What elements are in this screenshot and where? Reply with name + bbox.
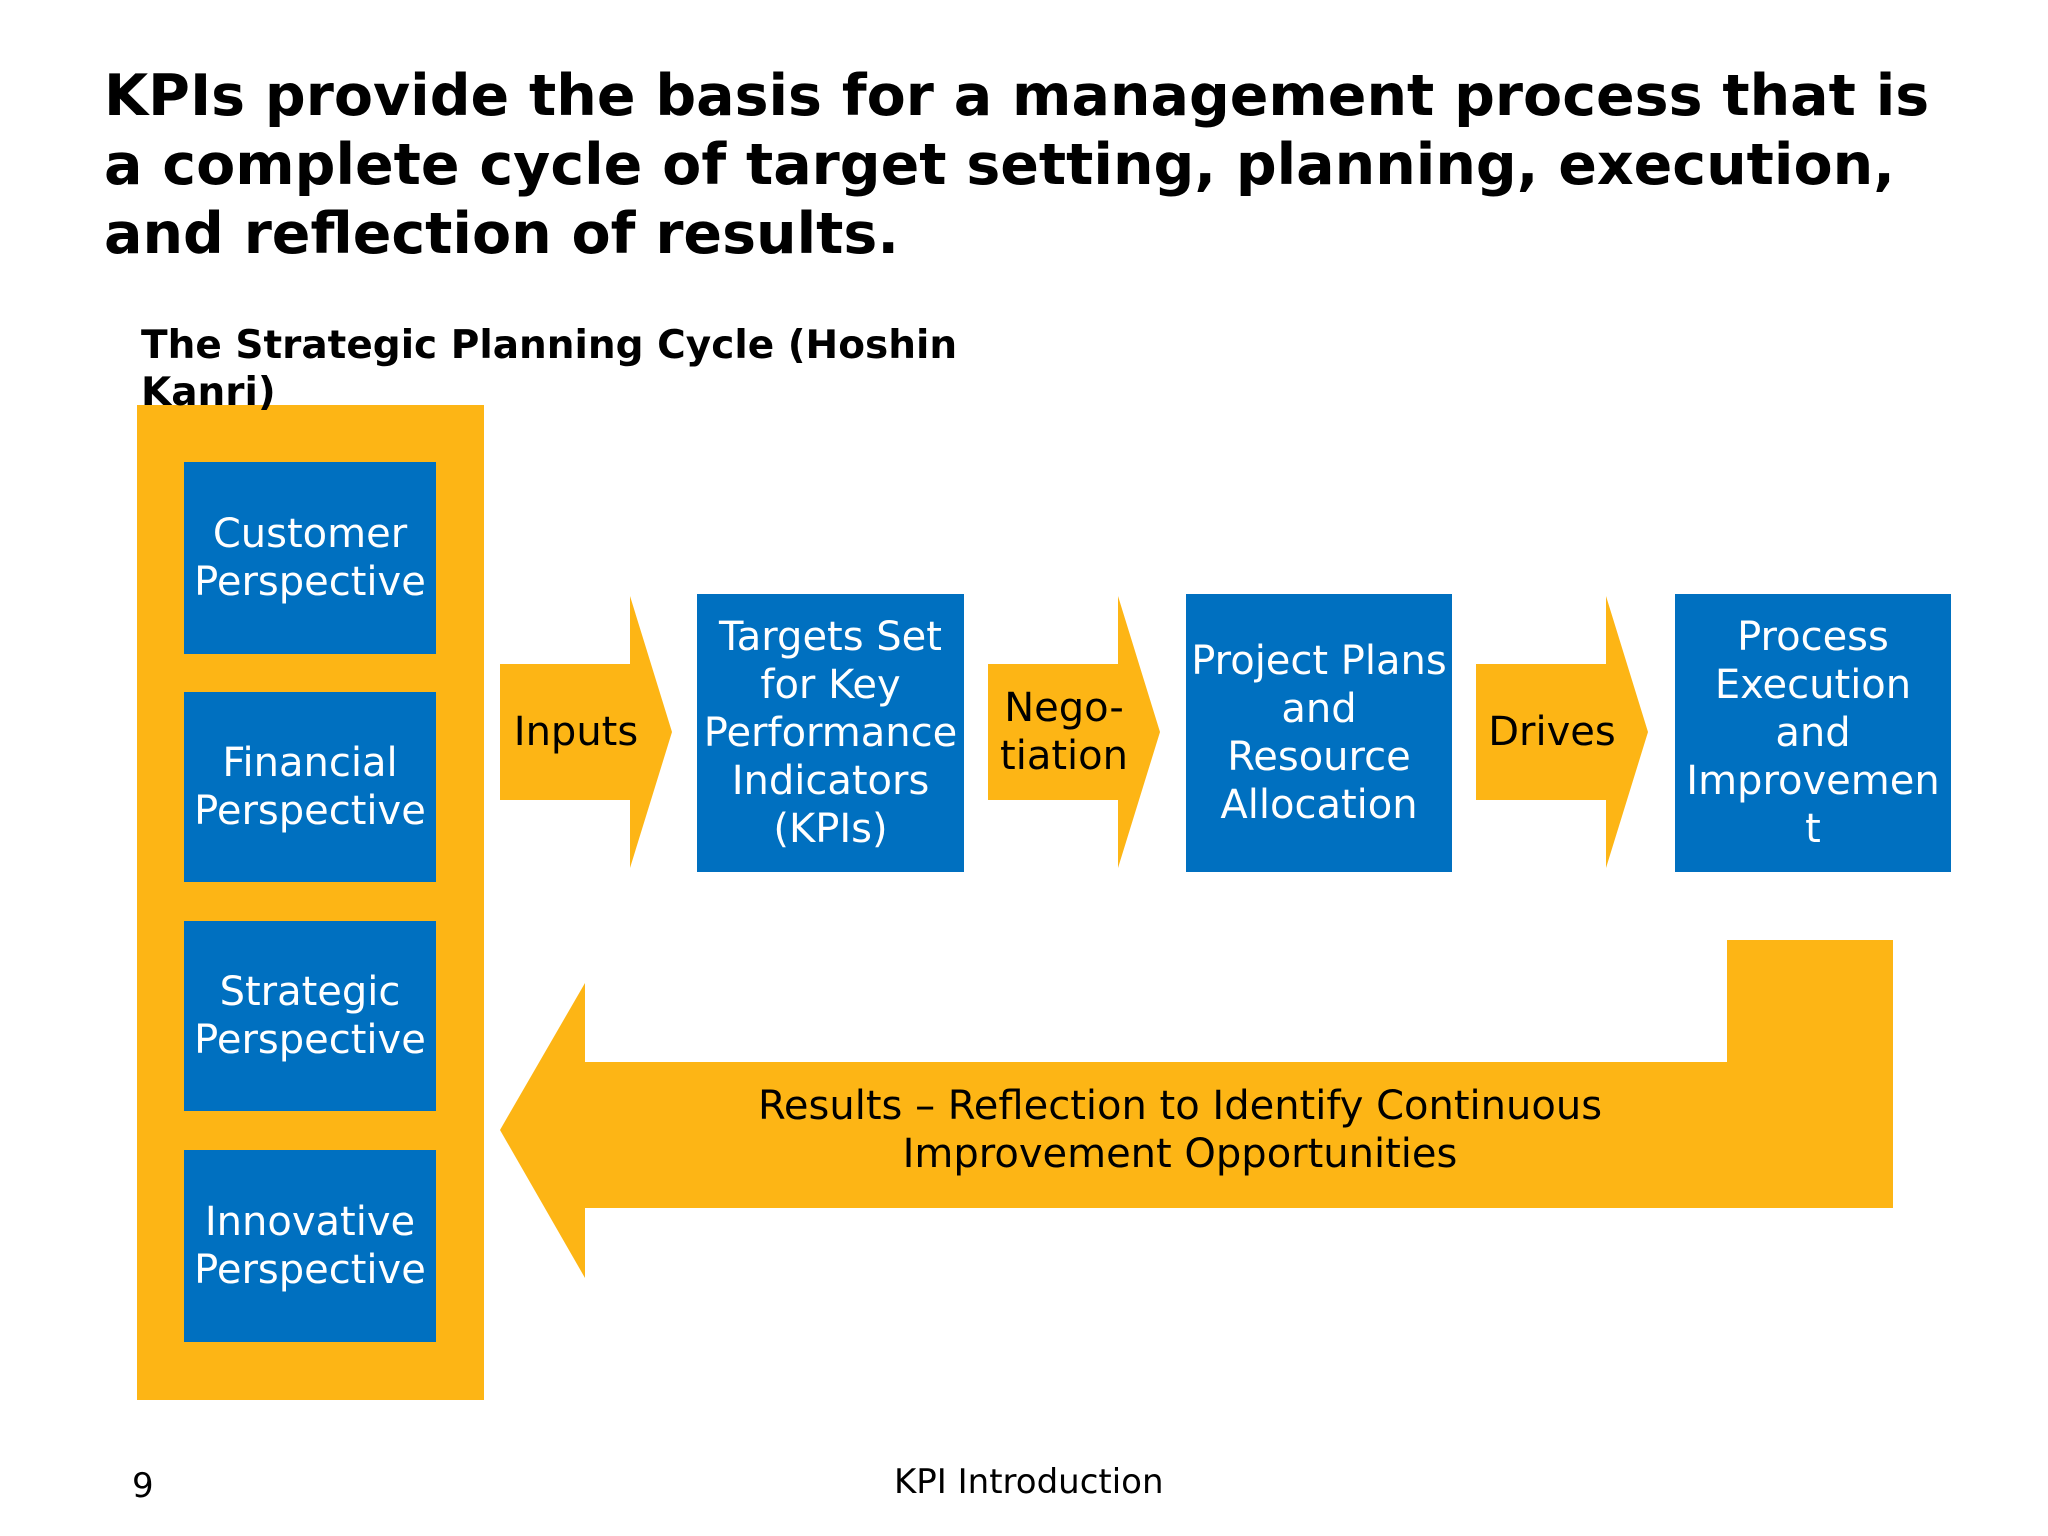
diagram-title-line-2: Kanri) <box>141 370 276 415</box>
page-number: 9 <box>132 1466 154 1506</box>
financial-perspective-box: Financial Perspective <box>184 692 436 882</box>
innovative-perspective-label: Innovative Perspective <box>194 1199 426 1293</box>
diagram-title-line-1: The Strategic Planning Cycle (Hoshin <box>141 323 958 368</box>
process-execution-label: Process Execution and Improvemen t <box>1686 614 1940 852</box>
inputs-arrow <box>500 596 672 868</box>
customer-perspective-box: Customer Perspective <box>184 462 436 654</box>
targets-kpi-box: Targets Set for Key Performance Indicato… <box>697 594 964 872</box>
page-title-line-1: KPIs provide the basis for a management … <box>104 63 1930 129</box>
negotiation-label: Nego- tiation <box>1000 685 1128 779</box>
customer-perspective-label: Customer Perspective <box>194 511 426 605</box>
strategic-perspective-box: Strategic Perspective <box>184 921 436 1111</box>
targets-kpi-label: Targets Set for Key Performance Indicato… <box>703 614 958 852</box>
diagram-title: The Strategic Planning Cycle (Hoshin Kan… <box>141 322 957 416</box>
negotiation-arrow <box>988 596 1160 868</box>
page-title-line-2: a complete cycle of target setting, plan… <box>104 132 1895 198</box>
process-execution-box: Process Execution and Improvemen t <box>1675 594 1951 872</box>
results-arrow <box>500 940 1893 1278</box>
page-title: KPIs provide the basis for a management … <box>104 62 2004 269</box>
footer-title: KPI Introduction <box>894 1462 1164 1502</box>
drives-label: Drives <box>1488 709 1616 755</box>
financial-perspective-label: Financial Perspective <box>194 740 426 834</box>
innovative-perspective-box: Innovative Perspective <box>184 1150 436 1342</box>
results-label: Results – Reflection to Identify Continu… <box>757 1083 1603 1177</box>
drives-arrow <box>1476 596 1648 868</box>
strategic-perspective-label: Strategic Perspective <box>194 969 426 1063</box>
page-title-line-3: and reflection of results. <box>104 201 899 267</box>
project-plans-label: Project Plans and Resource Allocation <box>1191 638 1447 828</box>
project-plans-box: Project Plans and Resource Allocation <box>1186 594 1452 872</box>
inputs-label: Inputs <box>513 709 639 755</box>
